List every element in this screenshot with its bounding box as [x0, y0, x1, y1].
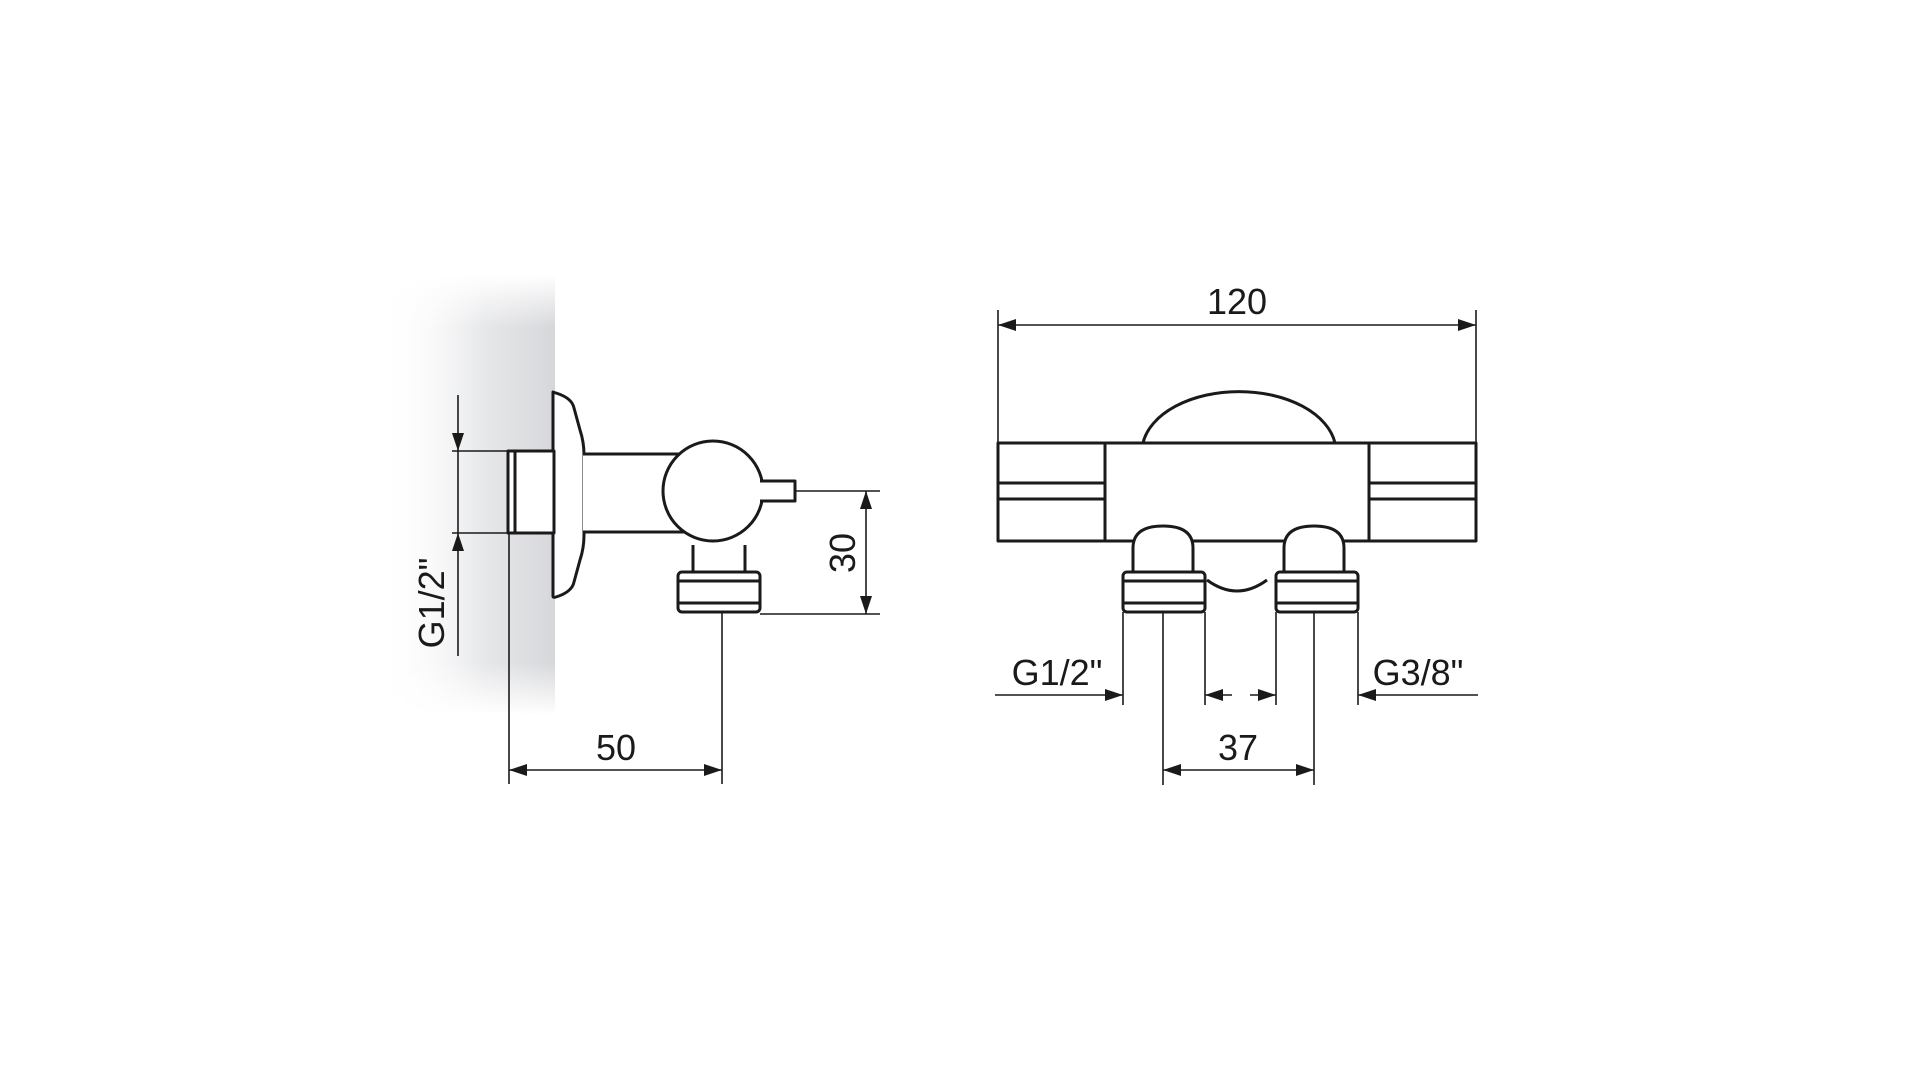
- dim-depth: [508, 533, 723, 784]
- front-dome: [1141, 390, 1337, 444]
- side-view: G1/2" 50 30: [380, 275, 880, 784]
- dim-outlet-spacing: [1163, 764, 1314, 776]
- right-outlet-nut: [1274, 570, 1360, 614]
- front-left-thread-label: G1/2": [1012, 652, 1103, 693]
- dim-width: [997, 310, 1477, 443]
- dim-thread-height: [452, 395, 508, 656]
- dim-left-thread: [995, 689, 1232, 701]
- side-height-label: 30: [822, 533, 863, 573]
- side-outlet-nut: [676, 570, 762, 614]
- dim-outlet-height: [760, 490, 880, 615]
- dim-right-thread: [1250, 689, 1478, 701]
- front-body: [996, 441, 1478, 543]
- front-spacing-label: 37: [1218, 727, 1258, 768]
- wall-rosette: [551, 390, 586, 599]
- front-view: 120 G1/2" G3/8": [995, 281, 1478, 785]
- side-depth-label: 50: [596, 727, 636, 768]
- left-outlet-neck: [1131, 524, 1195, 572]
- valve-handle: [760, 479, 797, 503]
- valve-body-circle: [661, 439, 765, 543]
- right-outlet-neck: [1282, 524, 1346, 572]
- side-thread-label: G1/2": [411, 558, 452, 649]
- side-outlet-neck: [691, 545, 747, 574]
- left-outlet-nut: [1121, 570, 1207, 614]
- front-width-label: 120: [1207, 281, 1267, 322]
- front-center-bulge: [1206, 578, 1268, 593]
- front-right-thread-label: G3/8": [1373, 652, 1464, 693]
- outlet-extension-lines: [1122, 612, 1359, 785]
